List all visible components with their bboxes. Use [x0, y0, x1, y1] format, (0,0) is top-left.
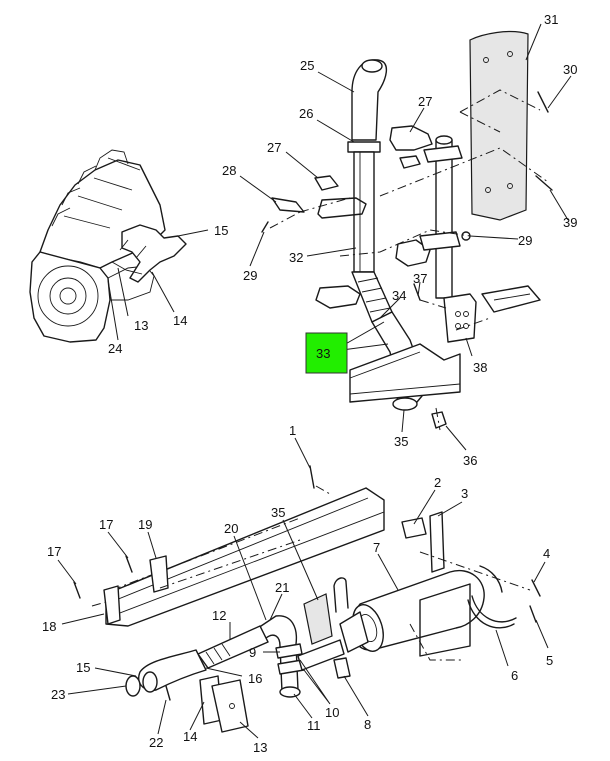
callout-38: 38: [473, 360, 487, 375]
callout-9: 9: [249, 645, 256, 660]
callout-15-upper: 15: [214, 223, 228, 238]
callout-35-lower: 35: [271, 505, 285, 520]
callout-4: 4: [543, 546, 550, 561]
callout-24: 24: [108, 341, 122, 356]
callout-27-left: 27: [267, 140, 281, 155]
callout-27-upper: 27: [418, 94, 432, 109]
callout-26: 26: [299, 106, 313, 121]
leader-lines: [57, 23, 572, 739]
callout-13-lower: 13: [253, 740, 267, 755]
callout-29-right: 29: [518, 233, 532, 248]
callout-8: 8: [364, 717, 371, 732]
callout-39: 39: [563, 215, 577, 230]
callout-34: 34: [392, 288, 406, 303]
callout-25: 25: [300, 58, 314, 73]
callout-16: 16: [248, 671, 262, 686]
callout-19: 19: [138, 517, 152, 532]
callout-5: 5: [546, 653, 553, 668]
callout-14-lower: 14: [183, 729, 197, 744]
callout-17-lower: 17: [47, 544, 61, 559]
callout-30: 30: [563, 62, 577, 77]
highlighted-part-33-box: [305, 332, 348, 374]
callout-18: 18: [42, 619, 56, 634]
callout-1: 1: [289, 423, 296, 438]
callout-2: 2: [434, 475, 441, 490]
highlighted-part-33-label: 33: [316, 346, 330, 361]
callout-22: 22: [149, 735, 163, 750]
lower-muffler-assembly: [73, 465, 541, 733]
callout-15-lower: 15: [76, 660, 90, 675]
callout-32: 32: [289, 250, 303, 265]
callout-11: 11: [307, 718, 321, 733]
callout-36: 36: [463, 453, 477, 468]
callout-20: 20: [224, 521, 238, 536]
callout-labels: 31 30 25 26 27 27 28 15 29 32 29 39 37 3…: [42, 12, 577, 755]
callout-35-upper: 35: [394, 434, 408, 449]
callout-28: 28: [222, 163, 236, 178]
callout-7: 7: [373, 540, 380, 555]
callout-37: 37: [413, 271, 427, 286]
callout-6: 6: [511, 668, 518, 683]
callout-29-left: 29: [243, 268, 257, 283]
callout-10: 10: [325, 705, 339, 720]
callout-23: 23: [51, 687, 65, 702]
callout-13-upper: 13: [134, 318, 148, 333]
engine-illustration: [29, 149, 187, 343]
callout-31: 31: [544, 12, 558, 27]
callout-14-upper: 14: [173, 313, 187, 328]
vertical-stack-assembly: [261, 30, 553, 431]
callout-3: 3: [461, 486, 468, 501]
callout-17-upper: 17: [99, 517, 113, 532]
callout-12: 12: [212, 608, 226, 623]
callout-21: 21: [275, 580, 289, 595]
